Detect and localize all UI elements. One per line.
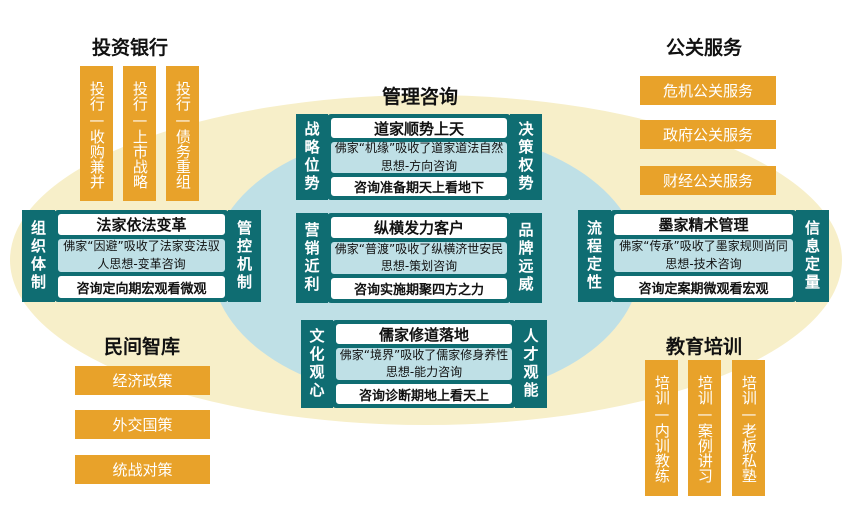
taoist-desc: 佛家“机缘”吸收了道家道法自然思想-方向咨询 <box>330 141 508 174</box>
tt-item-united-front: 统战对策 <box>75 455 210 484</box>
education-title: 教育培训 <box>666 336 743 358</box>
management-consulting-title: 管理咨询 <box>382 86 459 108</box>
confucian-desc: 佛家“境界”吸收了儒家修身养性思想-能力咨询 <box>335 347 513 381</box>
ib-item-ipo: 投行—上市战略 <box>123 66 156 201</box>
taoist-head: 道家顺势上天 <box>330 117 508 139</box>
mohist-left-label: 流程定性 <box>578 210 611 302</box>
mohist-head: 墨家精术管理 <box>613 213 794 236</box>
tt-item-economic: 经济政策 <box>75 366 210 395</box>
pr-item-government: 政府公关服务 <box>640 120 776 149</box>
taoist-foot: 咨询准备期天上看地下 <box>330 176 508 197</box>
confucian-card: 儒家修道落地 佛家“境界”吸收了儒家修身养性思想-能力咨询 咨询诊断期地上看天上 <box>332 320 516 408</box>
edu-item-case: 培训—案例讲习 <box>688 360 721 496</box>
confucian-head: 儒家修道落地 <box>335 323 513 345</box>
edu-item-internal: 培训—内训教练 <box>645 360 678 496</box>
strategist-right-label: 品牌远威 <box>510 213 542 303</box>
legalist-foot: 咨询定向期宏观看微观 <box>57 275 226 299</box>
tt-item-diplomacy: 外交国策 <box>75 410 210 439</box>
edu-item-boss: 培训—老板私塾 <box>732 360 765 496</box>
taoist-card: 道家顺势上天 佛家“机缘”吸收了道家道法自然思想-方向咨询 咨询准备期天上看地下 <box>327 114 511 200</box>
legalist-desc: 佛家“因避”吸收了法家变法驭人思想-变革咨询 <box>57 238 226 273</box>
mohist-card: 墨家精术管理 佛家“传承”吸收了墨家规则尚同思想-技术咨询 咨询定案期微观看宏观 <box>610 210 797 302</box>
strategist-card: 纵横发力客户 佛家“普渡”吸收了纵横济世安民思想-策划咨询 咨询实施期聚四方之力 <box>327 213 511 303</box>
strategist-left-label: 营销近利 <box>296 213 328 303</box>
ib-item-merger: 投行—收购兼并 <box>80 66 113 201</box>
legalist-head: 法家依法变革 <box>57 213 226 236</box>
legalist-right-label: 管控机制 <box>228 210 261 302</box>
pr-item-finance: 财经公关服务 <box>640 166 776 195</box>
taoist-right-label: 决策权势 <box>510 114 542 200</box>
confucian-foot: 咨询诊断期地上看天上 <box>335 383 513 405</box>
legalist-card: 法家依法变革 佛家“因避”吸收了法家变法驭人思想-变革咨询 咨询定向期宏观看微观 <box>54 210 229 302</box>
mohist-right-label: 信息定量 <box>796 210 829 302</box>
mohist-foot: 咨询定案期微观看宏观 <box>613 275 794 299</box>
pr-title: 公关服务 <box>666 37 743 59</box>
confucian-left-label: 文化观心 <box>301 320 333 408</box>
taoist-left-label: 战略位势 <box>296 114 328 200</box>
pr-item-crisis: 危机公关服务 <box>640 76 776 105</box>
strategist-foot: 咨询实施期聚四方之力 <box>330 277 508 300</box>
think-tank-title: 民间智库 <box>104 336 181 358</box>
mohist-desc: 佛家“传承”吸收了墨家规则尚同思想-技术咨询 <box>613 238 794 273</box>
confucian-right-label: 人才观能 <box>515 320 547 408</box>
ib-item-debt: 投行—债务重组 <box>166 66 199 201</box>
strategist-desc: 佛家“普渡”吸收了纵横济世安民思想-策划咨询 <box>330 241 508 275</box>
legalist-left-label: 组织体制 <box>22 210 55 302</box>
strategist-head: 纵横发力客户 <box>330 216 508 239</box>
investment-banking-title: 投资银行 <box>92 37 169 59</box>
